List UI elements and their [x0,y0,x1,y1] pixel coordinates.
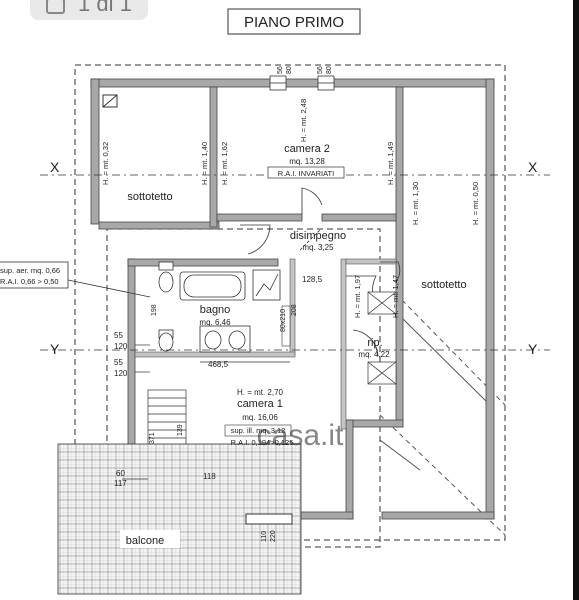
sink-icon [199,325,251,353]
bathtub-icon [179,271,246,301]
storage-boxes [367,291,397,385]
camera1-sup-box [224,424,292,437]
dim-208: 208 [291,304,298,316]
balcony-label-bg [120,530,180,548]
inner-walls [134,258,397,430]
watermark: casa.it [257,419,344,452]
callout-line1: sup. aer. mq. 0,66 [0,266,60,275]
dim-220: 220 [270,530,277,542]
callout-leader [67,279,151,298]
right-edge-bar [573,0,579,600]
dim-1285: 128,5 [302,275,323,284]
bathroom-door-frame [281,305,291,347]
height-149: H. = mt. 1,49 [386,142,395,185]
height-147: H. = mt. 1,47 [391,275,400,318]
height-labels: H. = mt. 0,32 H. = mt. 1,40 H. = mt. 1,6… [101,99,480,318]
room-disimpegno-name: disimpegno [290,230,346,242]
title-box [227,8,361,35]
room-camera2-name: camera 2 [284,143,330,155]
dim-80-a: 80 [286,66,293,74]
gallery-icon [46,0,65,14]
dim-120-b: 120 [114,369,128,378]
rai-invariati-box [267,166,345,179]
dimension-labels: 128,5 198 80x210 208 55 120 55 120 468,5… [114,275,323,542]
room-camera2-area: mq. 13,28 [289,157,325,166]
roof-ridge-1 [401,299,506,406]
dim-56-b: 56 [317,66,324,74]
dim-110: 110 [261,531,268,542]
ground-floor-outline [106,228,381,548]
section-x-right: X [528,159,538,175]
height-140: H. = mt. 1,40 [200,142,209,185]
height-032: H. = mt. 0,32 [101,142,110,185]
section-x-left: X [50,159,60,175]
room-bagno-name: bagno [200,304,231,316]
toilet-icon [158,261,174,352]
balcony-door [245,513,293,525]
room-sottotetto-left: sottotetto [127,191,172,203]
dim-56-a: 56 [277,66,284,74]
room-sottotetto-right: sottotetto [421,279,466,291]
height-050: H. = mt. 0,50 [471,182,480,225]
height-130: H. = mt. 1,30 [411,182,420,225]
window-top [269,75,335,91]
photo-counter-text: 1 di 1 [78,0,132,16]
room-camera1-sup: sup. ill. mq. 3,12 [231,426,286,435]
height-162: H. = mt. 1,62 [220,142,229,185]
section-y-right: Y [528,341,538,357]
roof-ridge-3 [379,439,421,471]
dim-118: 118 [203,472,216,481]
dim-60: 60 [116,469,125,478]
shower-icon [252,269,281,301]
room-camera1-rai: R.A.I. 0,194>0,125 [231,438,294,447]
room-disimpegno-area: mq. 3,25 [302,243,334,252]
dim-80-b: 80 [326,66,333,74]
room-rip-name: rip. [367,337,382,349]
dim-117: 117 [114,479,127,488]
dim-ticks [122,344,290,480]
room-rip-area: mq. 4,22 [358,350,390,359]
room-camera2-note: R.A.I. INVARIATI [278,169,334,178]
room-camera1-name: camera 1 [237,398,283,410]
photo-counter[interactable]: 1 di 1 [30,0,148,20]
callout-box [0,261,69,289]
callout-line2: R.A.I. 0,66 > 0,50 [0,277,59,286]
room-bagno-area: mq. 6,46 [199,318,231,327]
dim-139: 139 [177,424,184,436]
height-197: H. = mt. 1,97 [353,275,362,318]
section-y-left: Y [50,341,60,357]
roof-ridge-4 [401,317,491,406]
dim-198: 198 [151,304,158,316]
room-camera1-area: mq. 16,06 [242,413,278,422]
room-balcone-name: balcone [126,535,165,547]
dim-4685: 468,5 [208,360,229,369]
dim-120-a: 120 [114,342,128,351]
height-248: H. = mt. 2,48 [299,99,308,142]
dim-55-a: 55 [114,331,123,340]
room-camera1-height: H. = mt. 2,70 [237,388,284,397]
dim-371: 371 [149,432,156,444]
plan-title: PIANO PRIMO [244,14,344,31]
dim-80x210: 80x210 [280,309,287,332]
dim-55-b: 55 [114,358,123,367]
